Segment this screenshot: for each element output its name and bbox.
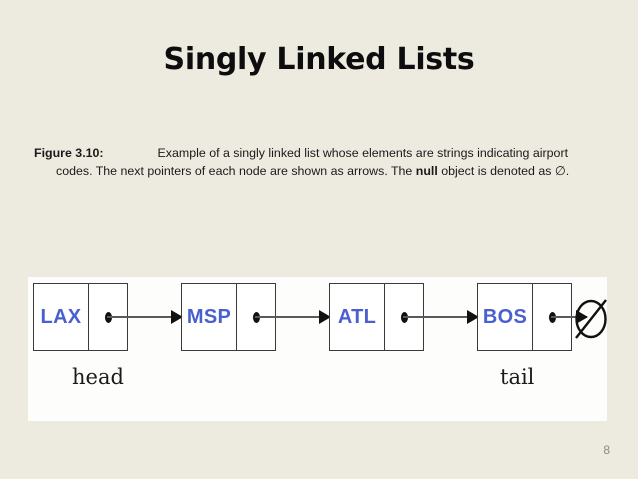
null-symbol-icon [575, 299, 607, 339]
node-value: BOS [478, 284, 533, 350]
figure-image-panel: LAX MSP ATL BOS [28, 277, 607, 421]
head-label: head [72, 365, 124, 389]
tail-label: tail [500, 365, 535, 389]
figure-caption-text-1: Example of a singly linked list whose el… [56, 146, 569, 178]
node-value: LAX [34, 284, 89, 350]
node-value: MSP [182, 284, 237, 350]
next-pointer-arrow-icon [107, 310, 183, 324]
node-value: ATL [330, 284, 385, 350]
figure-caption-bold-word: null [415, 163, 438, 178]
figure-caption-text-2: object is denoted as ∅. [437, 163, 570, 178]
next-pointer-arrow-icon [403, 310, 479, 324]
linked-list-diagram: LAX MSP ATL BOS [33, 283, 607, 355]
figure-caption: Figure 3.10:Example of a singly linked l… [34, 145, 600, 180]
list-node: ATL [329, 283, 424, 351]
next-pointer-arrow-icon [551, 310, 588, 324]
figure-caption-label: Figure 3.10: [34, 146, 104, 160]
next-pointer-arrow-icon [255, 310, 331, 324]
page-number: 8 [603, 443, 610, 457]
list-node: BOS [477, 283, 572, 351]
page-title: Singly Linked Lists [163, 42, 475, 77]
